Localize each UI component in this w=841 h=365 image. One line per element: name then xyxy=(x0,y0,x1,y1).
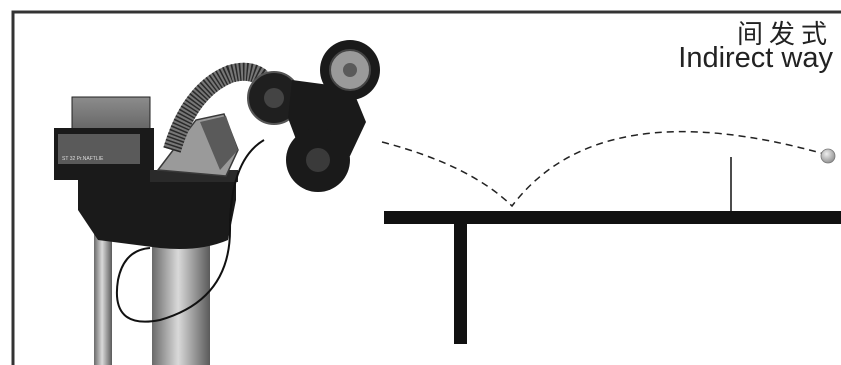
lower-wheel-hub xyxy=(306,148,330,172)
robot-icon: ST 32 Pr.NAFTLIE xyxy=(54,40,380,365)
robot-label: ST 32 Pr.NAFTLIE xyxy=(62,156,104,162)
dial-center xyxy=(264,88,284,108)
ball-trajectory xyxy=(382,132,828,206)
table-leg xyxy=(454,224,467,344)
base-housing xyxy=(78,178,236,249)
ball-icon xyxy=(821,149,835,163)
table-top xyxy=(384,211,841,224)
wheel-hub-center xyxy=(343,63,357,77)
left-pole xyxy=(94,230,112,365)
caption-english: Indirect way xyxy=(678,44,833,73)
table-icon xyxy=(384,211,841,344)
